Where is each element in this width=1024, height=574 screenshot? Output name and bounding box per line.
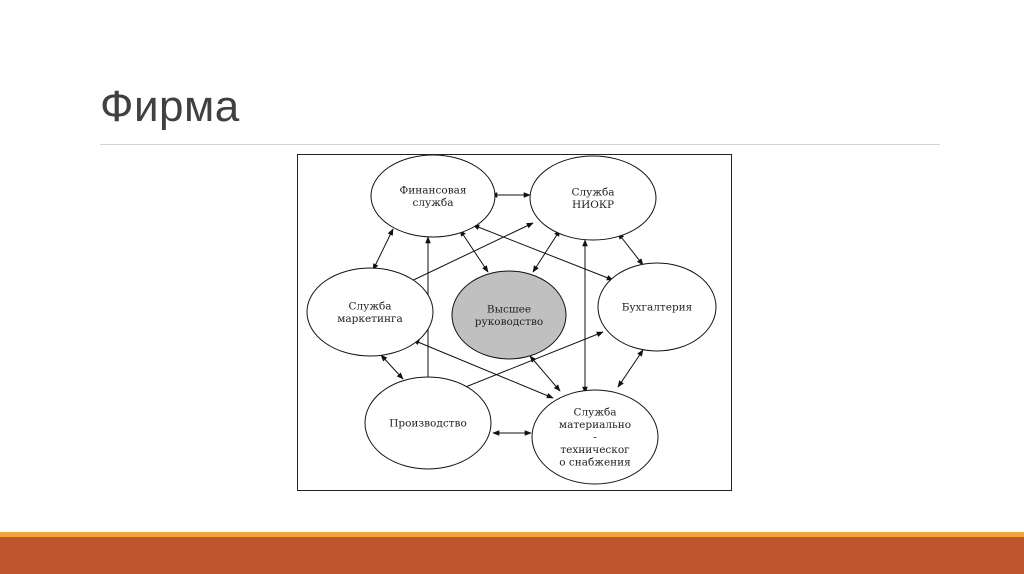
connector-arrow-2: [372, 228, 394, 271]
node-management-label-line: руководство: [475, 316, 543, 328]
node-supply-label-line: -: [593, 432, 597, 444]
node-management-ellipse: [451, 270, 567, 360]
node-management-label-line: Высшее: [487, 303, 531, 315]
node-marketing-ellipse: [306, 267, 434, 357]
node-finance-ellipse: [370, 155, 496, 238]
node-accounting-ellipse: [597, 262, 717, 352]
diagram-nodes: ФинансоваяслужбаСлужбаНИОКРСлужбамаркети…: [306, 155, 717, 485]
diagram-edges: [372, 192, 644, 436]
node-marketing-label-line: маркетинга: [337, 313, 403, 325]
node-finance-label-line: Финансовая: [400, 184, 467, 196]
node-accounting: Бухгалтерия: [597, 262, 717, 352]
node-finance-label-line: служба: [413, 197, 454, 209]
slide-title: Фирма: [100, 82, 240, 131]
org-diagram-canvas: ФинансоваяслужбаСлужбаНИОКРСлужбамаркети…: [306, 155, 717, 485]
node-supply-ellipse: [531, 389, 659, 485]
connector-arrow-10: [380, 354, 404, 380]
footer-band: [0, 537, 1024, 574]
node-production-label-line: Производство: [389, 418, 467, 430]
connector-arrow-8: [402, 222, 534, 286]
connector-arrow-14: [617, 349, 644, 388]
node-supply-label-line: Служба: [573, 407, 616, 419]
node-marketing-label-line: Служба: [348, 300, 391, 312]
node-accounting-label-line: Бухгалтерия: [622, 302, 693, 314]
node-supply-label-line: о снабжения: [559, 457, 631, 469]
node-supply-label-line: материально: [559, 419, 631, 431]
node-supply-label-line: техническог: [560, 444, 630, 456]
node-niokr-ellipse: [529, 155, 657, 241]
connector-arrow-13: [529, 355, 561, 392]
connector-arrow-7: [532, 229, 561, 273]
node-niokr-label-line: НИОКР: [572, 199, 614, 211]
node-production-ellipse: [364, 376, 492, 470]
node-niokr-label-line: Служба: [571, 186, 614, 198]
footer-accent-stripe: [0, 532, 1024, 537]
node-production: Производство: [364, 376, 492, 470]
connector-arrow-6: [617, 232, 644, 266]
title-divider: [100, 144, 940, 145]
